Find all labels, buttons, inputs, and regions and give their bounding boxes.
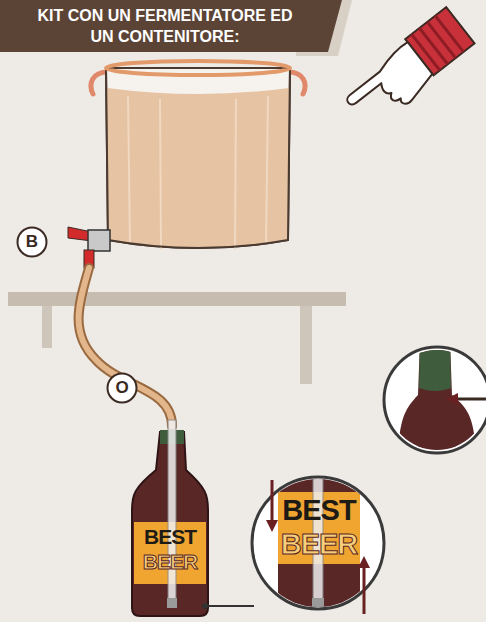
pointing-hand bbox=[339, 7, 478, 132]
liquid-shading bbox=[128, 96, 268, 249]
table-top bbox=[8, 292, 346, 306]
fermenter-outline bbox=[106, 68, 290, 248]
down-arrow bbox=[271, 480, 274, 526]
beer-liquid bbox=[107, 88, 289, 248]
zoom-detail bbox=[278, 470, 360, 620]
title-banner bbox=[0, 0, 342, 52]
callout-letter: B bbox=[16, 226, 48, 258]
callout-letter: O bbox=[106, 372, 138, 404]
tap-body bbox=[88, 230, 110, 251]
bottle-brand: BEST bbox=[134, 526, 206, 547]
leader-line bbox=[205, 605, 254, 607]
table-leg bbox=[300, 306, 312, 384]
fermenter-body bbox=[106, 68, 290, 248]
hose bbox=[79, 268, 172, 426]
zoom-detail bbox=[398, 340, 476, 470]
fermenter-rim bbox=[106, 61, 290, 75]
hand-shape bbox=[341, 42, 437, 132]
filling-tube bbox=[168, 420, 176, 600]
table-leg bbox=[42, 306, 52, 348]
bottle-neck-detail bbox=[398, 340, 476, 470]
bottle-brand: BEER bbox=[134, 551, 206, 572]
tube-tip bbox=[167, 598, 177, 608]
callout-circle: B bbox=[16, 226, 48, 258]
bottle-detail bbox=[278, 470, 360, 620]
hose-outline bbox=[79, 268, 172, 426]
level-arrow bbox=[452, 398, 486, 401]
zoom-circle-outline bbox=[384, 347, 486, 453]
zoom-brand: BEER bbox=[278, 530, 360, 559]
zoom-brand: BEST bbox=[278, 496, 360, 525]
up-arrow bbox=[363, 562, 366, 614]
title-text: KIT CON UN FERMENTATORE ED UN CONTENITOR… bbox=[36, 5, 294, 47]
callout-circle: O bbox=[106, 372, 138, 404]
